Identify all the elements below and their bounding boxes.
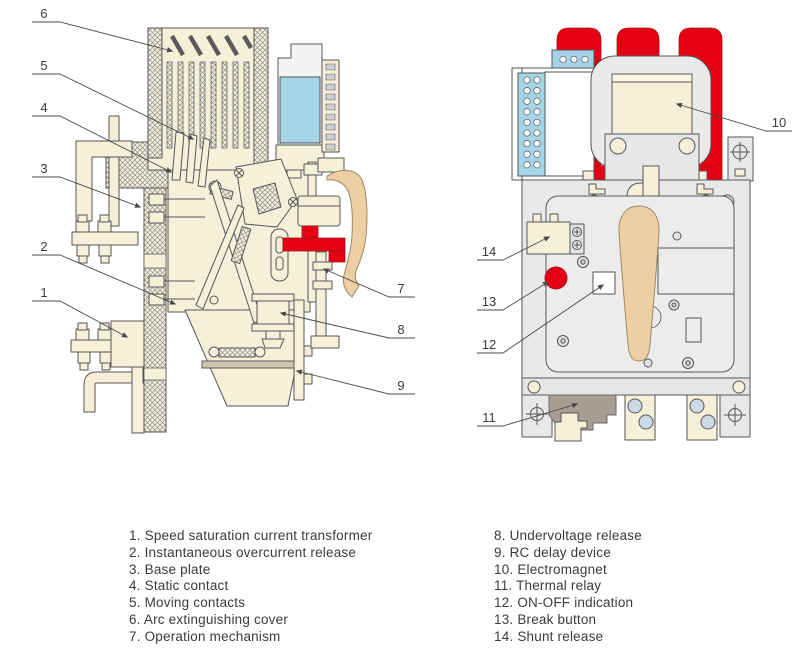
undervoltage-release xyxy=(251,293,295,349)
legend-item: 9. RC delay device xyxy=(494,544,611,560)
current-transformer xyxy=(110,320,145,368)
left-terminal-straps xyxy=(70,115,169,434)
callout-7: 7 xyxy=(397,281,404,296)
toggle-handle xyxy=(618,205,660,362)
callout-8: 8 xyxy=(397,322,404,337)
trip-mechanism xyxy=(195,158,298,358)
callout-3: 3 xyxy=(40,161,47,176)
rc-delay-plate xyxy=(201,360,303,369)
electromagnet-coil xyxy=(611,73,693,135)
legend-column-left: 1. Speed saturation current transformer … xyxy=(129,528,372,646)
callout-14: 14 xyxy=(482,244,496,259)
left-diagram-side-section xyxy=(70,27,368,434)
mechanism-spring xyxy=(218,347,256,358)
breaker-structure-diagram: 6 5 4 3 2 1 7 8 9 10 14 13 12 11 xyxy=(32,6,792,442)
shunt-release xyxy=(526,213,585,255)
bottom-terminals xyxy=(521,377,751,442)
operating-handle xyxy=(326,170,368,298)
legend-item: 11. Thermal relay xyxy=(494,578,602,594)
callout-2: 2 xyxy=(40,239,47,254)
legend-item: 6. Arc extinguishing cover xyxy=(129,611,289,627)
on-off-indicator xyxy=(592,271,616,295)
legend-item: 10. Electromagnet xyxy=(494,561,607,577)
electromagnet xyxy=(582,55,713,181)
right-diagram-front-view xyxy=(511,27,754,442)
break-button xyxy=(544,266,568,290)
legend-item: 5. Moving contacts xyxy=(129,595,246,611)
breaker-body xyxy=(521,165,751,381)
vent-slots xyxy=(170,34,253,57)
legend-item: 3. Base plate xyxy=(129,561,211,577)
arc-splitter-plates xyxy=(166,61,250,149)
callout-leaders xyxy=(32,21,792,427)
mounting-tab-upper xyxy=(727,136,754,182)
red-crossbar xyxy=(282,225,346,263)
secondary-terminal-panel xyxy=(511,49,595,181)
callout-13: 13 xyxy=(482,294,496,309)
legend-item: 2. Instantaneous overcurrent release xyxy=(129,544,357,560)
legend-item: 12. ON-OFF indication xyxy=(494,595,634,611)
legend-item: 14. Shunt release xyxy=(494,628,604,644)
legend-item: 7. Operation mechanism xyxy=(129,628,281,644)
base-plate xyxy=(143,187,205,433)
operation-mechanism xyxy=(282,157,368,349)
legend-item: 8. Undervoltage release xyxy=(494,528,642,543)
coil-window xyxy=(279,76,321,144)
callout-5: 5 xyxy=(40,58,47,73)
callout-6: 6 xyxy=(40,6,47,21)
terminal-dots xyxy=(523,76,541,169)
legend-item: 1. Speed saturation current transformer xyxy=(129,528,373,543)
rating-plate xyxy=(657,247,735,295)
legend-column-right: 8. Undervoltage release 9. RC delay devi… xyxy=(494,528,642,646)
callout-labels: 6 5 4 3 2 1 7 8 9 10 14 13 12 11 xyxy=(40,6,786,425)
callout-10: 10 xyxy=(772,115,786,130)
callout-4: 4 xyxy=(40,100,47,115)
callout-11: 11 xyxy=(482,410,496,425)
callout-9: 9 xyxy=(397,378,404,393)
legend-item: 4. Static contact xyxy=(129,578,229,594)
callout-12: 12 xyxy=(482,337,496,352)
legend-item: 13. Break button xyxy=(494,611,597,627)
callout-1: 1 xyxy=(40,285,47,300)
